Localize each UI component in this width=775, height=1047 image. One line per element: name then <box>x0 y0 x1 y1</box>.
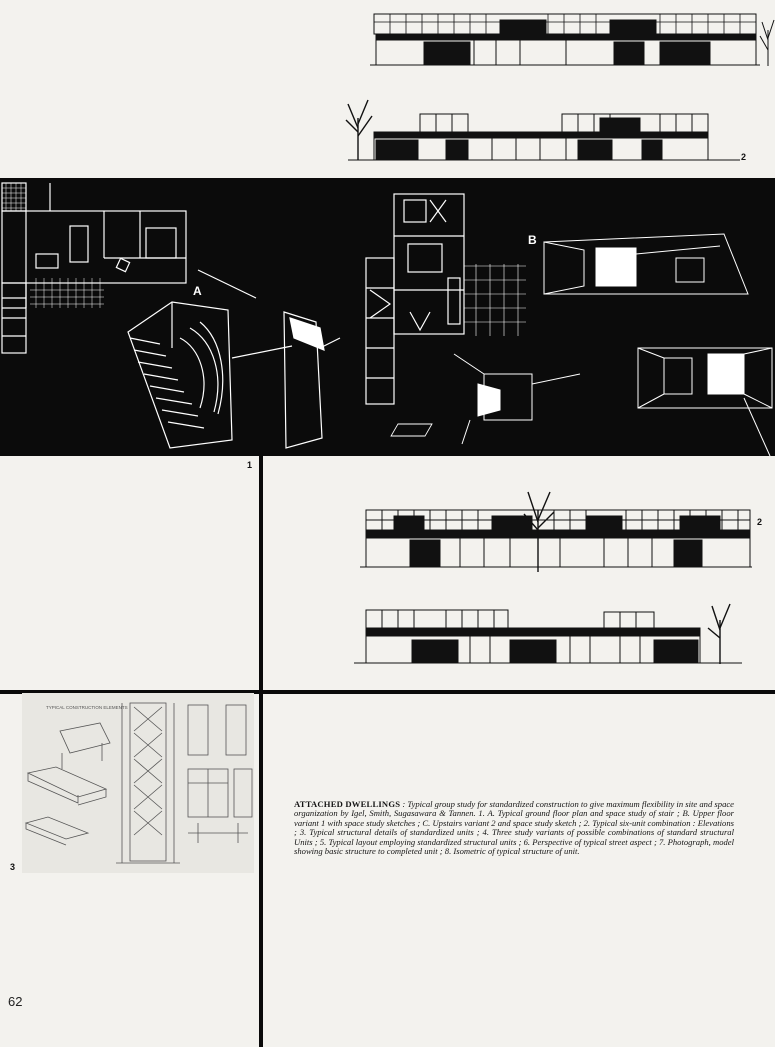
caption-list: 1. A. Typical ground floor plan and spac… <box>294 808 734 857</box>
divider-horizontal <box>0 690 775 694</box>
plan-band <box>0 178 775 456</box>
page-number: 62 <box>8 994 23 1009</box>
divider-vertical <box>259 456 263 1047</box>
caption-body: : Typical group study for standardized c… <box>294 799 734 819</box>
caption-title: ATTACHED DWELLINGS <box>294 799 401 809</box>
sheet-title: TYPICAL CONSTRUCTION ELEMENTS <box>46 705 128 710</box>
figure-number-3: 3 <box>10 862 16 872</box>
figure-number-1: 1 <box>247 460 253 470</box>
label-b: B <box>528 233 537 247</box>
structural-details-drawing: TYPICAL CONSTRUCTION ELEMENTS <box>24 702 253 864</box>
floor-plan-drawings <box>1 182 773 456</box>
label-a: A <box>193 284 202 298</box>
mid-elevation-drawing <box>354 491 752 664</box>
figure-number-2-top: 2 <box>741 152 747 162</box>
top-elevation-drawing <box>345 13 775 161</box>
caption: ATTACHED DWELLINGS : Typical group study… <box>294 799 734 857</box>
figure-number-2-mid: 2 <box>757 517 763 527</box>
